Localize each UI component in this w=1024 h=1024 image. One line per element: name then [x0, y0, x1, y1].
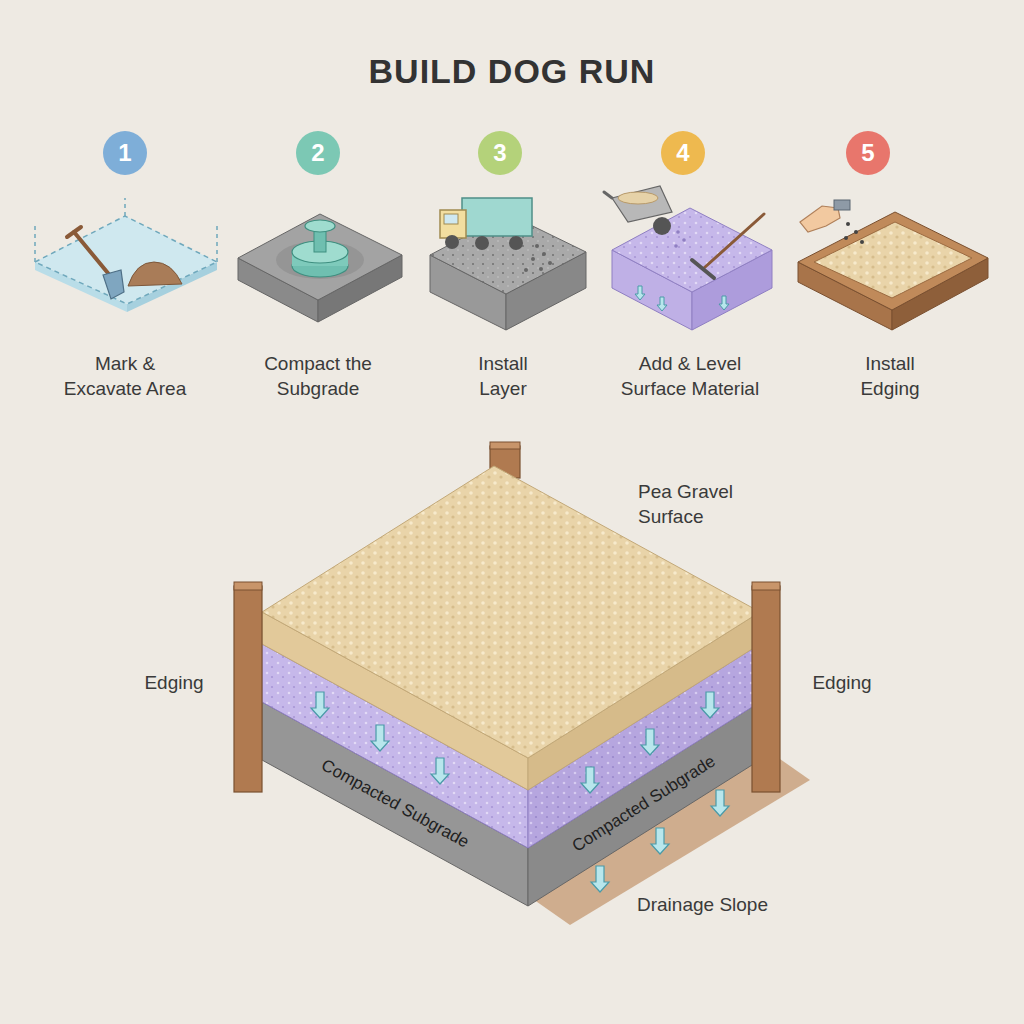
circle-fill: [661, 131, 705, 175]
step-number: 2: [311, 141, 324, 165]
falling-gravel: [854, 230, 858, 234]
drain-arrow: [701, 692, 719, 718]
step-number-circle: 4: [660, 130, 706, 176]
step-number-circle: 1: [102, 130, 148, 176]
rake-head: [692, 260, 714, 278]
edging-post: [752, 586, 780, 792]
falling-gravel: [674, 244, 678, 248]
step-number-circle: 2: [295, 130, 341, 176]
falling-gravel: [524, 268, 528, 272]
step-caption: Mark & Excavate Area: [59, 352, 191, 401]
falling-gravel: [535, 244, 539, 248]
circle-fill: [846, 131, 890, 175]
wheelbarrow-handle: [604, 192, 612, 198]
step-number: 3: [493, 141, 506, 165]
part-label: Edging: [129, 671, 219, 696]
step-number-circle: 3: [477, 130, 523, 176]
gravel-surface: [262, 466, 760, 758]
truck-wheel: [475, 236, 489, 250]
wheelbarrow-wheel: [653, 217, 671, 235]
drain-arrow: [581, 767, 599, 793]
edging-frame: [798, 212, 988, 310]
circle-fill: [103, 131, 147, 175]
step-number: 1: [118, 141, 131, 165]
falling-gravel: [846, 222, 850, 226]
drain-arrow: [591, 866, 609, 892]
post-cap: [234, 582, 262, 590]
falling-gravel: [539, 267, 543, 271]
step-caption: Install Edging: [838, 352, 942, 401]
truck-cab: [440, 210, 466, 238]
falling-gravel: [844, 236, 848, 240]
marking-line: [216, 226, 218, 262]
marked-area: [35, 216, 217, 304]
install-layer-icon: [430, 198, 586, 330]
circle-fill: [478, 131, 522, 175]
part-label: Edging: [797, 671, 887, 696]
falling-gravel: [542, 252, 546, 256]
edging-icon: [798, 200, 988, 330]
cross-section: [234, 442, 810, 925]
falling-gravel: [531, 257, 535, 261]
falling-gravel: [676, 230, 680, 234]
circle-fill: [296, 131, 340, 175]
slab-top: [238, 214, 402, 300]
gravel-fill: [814, 222, 972, 298]
wheelbarrow-load: [618, 192, 658, 204]
excavate-icon: [35, 198, 217, 312]
rake-handle: [704, 214, 764, 268]
step-caption: Compact the Subgrade: [252, 352, 384, 401]
step-number: 4: [676, 141, 689, 165]
falling-gravel: [548, 261, 552, 265]
drain-arrow: [651, 828, 669, 854]
drain-arrow: [641, 729, 659, 755]
compact-icon: [238, 214, 402, 322]
truck-wheel: [445, 235, 459, 249]
wheelbarrow-tray: [612, 186, 672, 222]
dirt-pile: [128, 262, 182, 286]
marking-line: [124, 198, 126, 216]
drain-arrow: [657, 297, 667, 311]
title: BUILD DOG RUN: [0, 52, 1024, 91]
step-caption: Install Layer: [457, 352, 549, 401]
drain-arrow: [311, 692, 329, 718]
drain-arrow: [719, 296, 729, 310]
shovel-handle: [74, 232, 112, 278]
truck-bed: [462, 198, 532, 236]
marking-line: [34, 226, 36, 262]
part-label: Pea Gravel Surface: [638, 480, 752, 529]
drain-arrow: [431, 758, 449, 784]
level-icon: [604, 186, 772, 330]
truck-wheel: [509, 236, 523, 250]
step-number: 5: [861, 141, 874, 165]
falling-gravel: [860, 240, 864, 244]
truck-window: [444, 214, 458, 224]
step-caption: Add & Level Surface Material: [614, 352, 766, 401]
post-cap: [490, 442, 520, 449]
drain-arrow: [371, 725, 389, 751]
tool: [834, 200, 850, 210]
post-cap: [752, 582, 780, 590]
step-number-circle: 5: [845, 130, 891, 176]
compactor-knob: [305, 220, 335, 232]
shovel-blade: [103, 270, 124, 299]
drain-arrow: [635, 286, 645, 300]
part-label: Drainage Slope: [637, 893, 797, 918]
shovel-grip: [67, 227, 81, 237]
edging-post: [234, 586, 262, 792]
drain-arrow: [711, 790, 729, 816]
falling-gravel: [682, 238, 686, 242]
